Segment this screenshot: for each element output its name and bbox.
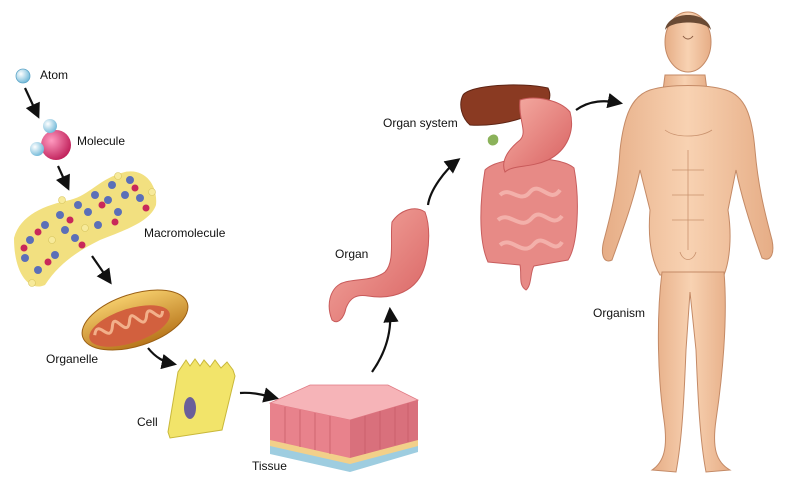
hair-icon — [665, 15, 711, 30]
arrow-cell-to-tissue — [239, 387, 279, 403]
label-organism: Organism — [593, 306, 646, 320]
tissue-icon — [268, 384, 420, 472]
atom-icon — [15, 68, 31, 84]
arrow-organ-system-to-organism — [575, 93, 624, 111]
label-tissue: Tissue — [252, 459, 287, 473]
digestive-system-icon — [460, 84, 578, 291]
arrow-molecule-to-macromolecule — [55, 165, 70, 191]
body-contour-lines — [664, 129, 713, 260]
label-atom: Atom — [40, 68, 69, 82]
mitochondrion-icon — [81, 289, 189, 351]
stomach-icon — [328, 208, 430, 323]
label-organelle: Organelle — [46, 352, 99, 366]
label-cell: Cell — [137, 415, 158, 429]
label-molecule: Molecule — [77, 134, 126, 148]
arrow-organelle-to-cell — [147, 347, 178, 370]
arrow-tissue-to-organ — [371, 306, 399, 373]
label-organ-system: Organ system — [383, 116, 458, 130]
label-macromolecule: Macromolecule — [144, 226, 226, 240]
cell-icon — [167, 358, 236, 439]
arrow-macromolecule-to-organelle — [91, 255, 112, 285]
face-detail — [682, 35, 694, 40]
label-organ: Organ — [335, 247, 369, 261]
arrow-organ-to-organ-system — [426, 158, 461, 206]
arrow-atom-to-molecule — [24, 87, 40, 119]
molecule-icon — [30, 119, 71, 160]
macromolecule-icon — [14, 171, 157, 287]
flow-arrows — [24, 87, 624, 403]
